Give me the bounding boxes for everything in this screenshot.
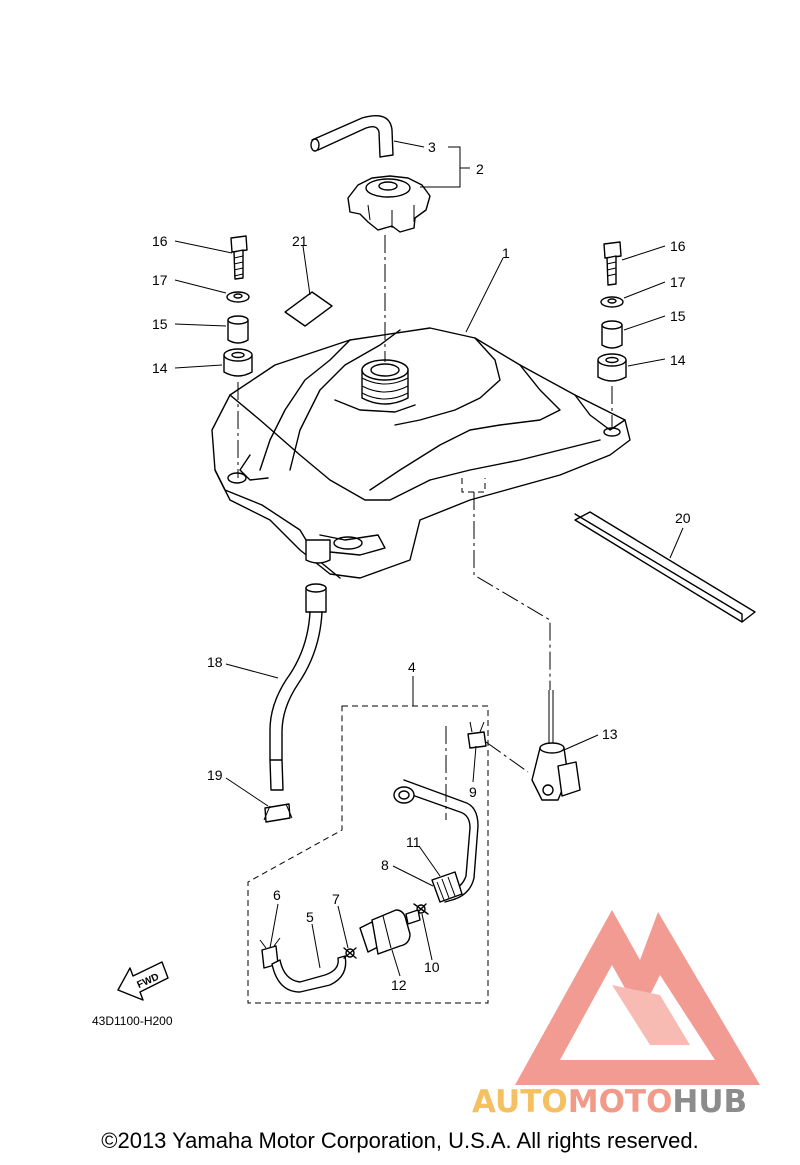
fuel-tank [211,327,631,579]
leader-lines [174,140,684,977]
callout-1: 1 [502,245,510,261]
callout-18: 18 [207,654,223,670]
callout-14-right: 14 [670,352,686,368]
callout-10: 10 [424,959,440,975]
callout-2: 2 [476,161,484,177]
callout-6: 6 [273,887,281,903]
callout-14-left: 14 [152,360,168,376]
fwd-arrow-icon: FWD [117,961,169,1001]
hose-clip-7 [343,947,357,959]
callout-16-right: 16 [670,238,686,254]
callout-5: 5 [306,909,314,925]
callout-7: 7 [332,891,340,907]
diagram-code: 43D1100-H200 [92,1014,173,1028]
watermark-moto: MOTO [568,1084,673,1120]
callout-13: 13 [602,726,618,742]
callout-8: 8 [381,857,389,873]
callout-3: 3 [428,139,436,155]
fuel-cap [347,175,431,233]
callout-numbers: 1 2 3 4 5 6 7 8 9 10 11 12 13 14 14 15 1… [152,139,691,993]
watermark-hub: HUB [672,1084,747,1120]
automotohub-watermark-logo [515,910,760,1085]
callout-16-left: 16 [152,233,168,249]
callout-19: 19 [207,767,223,783]
fuel-hose-5 [271,955,347,993]
fuel-cock [485,690,581,801]
callout-11: 11 [406,834,421,850]
callout-4: 4 [408,659,416,675]
filter-kit-boundary [247,705,489,1004]
callout-12: 12 [391,977,407,993]
breather-hose [310,115,394,158]
callout-15-right: 15 [670,308,686,324]
watermark-text: AUTOMOTOHUB [472,1084,747,1120]
hose-clip-9 [445,721,487,820]
watermark-auto: AUTO [472,1084,568,1120]
left-mount-hardware [223,235,253,478]
right-mount-hardware [597,241,627,428]
callout-17-left: 17 [152,272,168,288]
fuel-hose-18 [263,583,327,823]
callout-21: 21 [292,233,308,249]
callout-20: 20 [675,510,691,526]
copyright-notice: ©2013 Yamaha Motor Corporation, U.S.A. A… [101,1128,699,1153]
callout-15-left: 15 [152,316,168,332]
caution-label [284,291,333,327]
callout-9: 9 [469,784,477,800]
callout-17-right: 17 [670,274,686,290]
fuel-filter [359,909,421,955]
fuel-hose-11 [393,779,479,903]
